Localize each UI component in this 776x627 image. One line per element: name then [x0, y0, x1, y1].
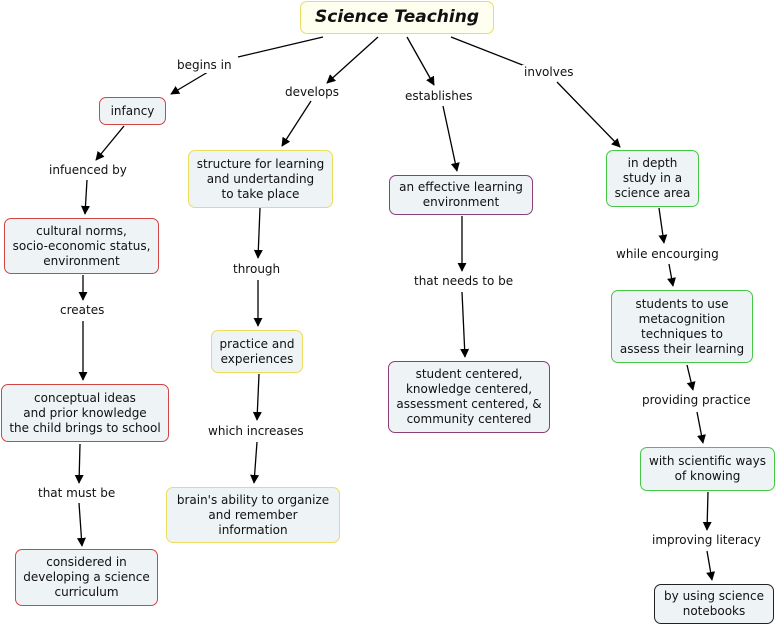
connector-arrow [74, 443, 84, 484]
link-develops: develops [283, 85, 342, 100]
link-through: through [231, 262, 283, 277]
connector-arrow [406, 36, 435, 86]
connector-arrow [658, 207, 668, 244]
link-creates: creates [58, 303, 107, 318]
node-effective-learning-environment[interactable]: an effective learning environment [389, 175, 533, 215]
connector-arrow [253, 207, 263, 259]
title-node[interactable]: Science Teaching [300, 1, 494, 34]
link-while-encourging: while encourging [614, 247, 721, 262]
connector-line [450, 36, 526, 67]
link-begins-in: begins in [175, 58, 234, 73]
connector-arrow [326, 36, 379, 84]
link-that-needs-to-be: that needs to be [412, 274, 516, 289]
connector-arrow [702, 491, 712, 531]
connector-arrow [686, 364, 696, 391]
connector-arrow [556, 81, 621, 148]
link-influenced-by: infuenced by [47, 163, 129, 178]
connector-line [237, 36, 324, 58]
link-that-must-be: that must be [36, 486, 118, 501]
node-scientific-ways[interactable]: with scientific ways of knowing [640, 447, 775, 491]
node-cultural-norms[interactable]: cultural norms, socio-economic status, e… [4, 218, 159, 274]
connector-arrow [696, 411, 706, 444]
connector-arrow [460, 291, 470, 358]
connector-arrow [706, 550, 716, 581]
node-infancy[interactable]: infancy [99, 97, 166, 125]
connector-arrow [667, 263, 676, 287]
connector-arrow [80, 179, 90, 215]
node-centered-list[interactable]: student centered, knowledge centered, as… [388, 361, 550, 433]
connector-arrow [250, 441, 260, 484]
node-considered-in-curriculum[interactable]: considered in developing a science curri… [15, 549, 158, 606]
node-science-notebooks[interactable]: by using science notebooks [654, 584, 774, 624]
link-providing-practice: providing practice [640, 393, 753, 408]
node-in-depth-study[interactable]: in depth study in a science area [606, 150, 699, 207]
connector-arrow [95, 125, 125, 161]
node-conceptual-ideas[interactable]: conceptual ideas and prior knowledge the… [1, 384, 169, 442]
connector-arrow [281, 100, 312, 147]
link-involves: involves [522, 65, 576, 80]
connector-arrow [442, 105, 460, 172]
link-which-increases: which increases [206, 424, 306, 439]
connector-arrow [76, 502, 86, 547]
link-establishes: establishes [403, 89, 475, 104]
node-brains-ability[interactable]: brain's ability to organize and remember… [166, 487, 340, 543]
connector-arrow [252, 373, 262, 421]
node-practice-experiences[interactable]: practice and experiences [211, 330, 303, 373]
link-improving-literacy: improving literacy [650, 533, 763, 548]
node-students-metacognition[interactable]: students to use metacognition techniques… [611, 290, 753, 363]
node-structure-for-learning[interactable]: structure for learning and undertanding … [188, 150, 333, 208]
